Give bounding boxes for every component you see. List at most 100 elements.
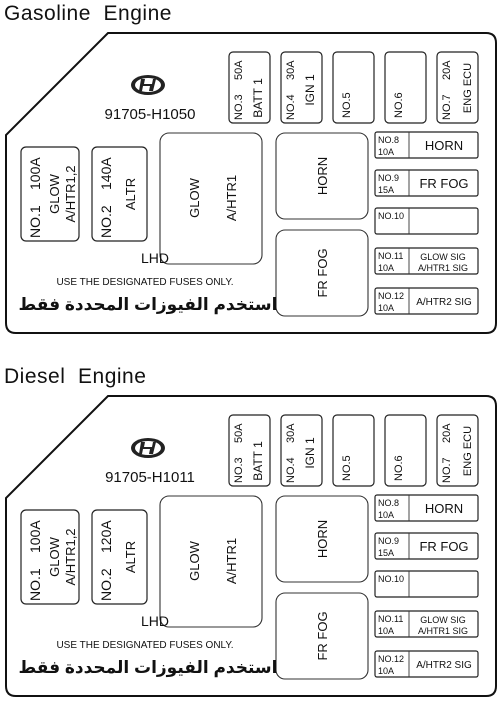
- gasoline-section-title: Gasoline Engine: [4, 2, 172, 25]
- diesel-lhd-label: LHD: [141, 613, 169, 629]
- svg-text:IGN 1: IGN 1: [303, 74, 317, 106]
- svg-text:NO.4: NO.4: [285, 457, 297, 483]
- svg-text:NO.12: NO.12: [378, 654, 404, 664]
- diesel-fuse-no9: NO.9 15A FR FOG: [374, 532, 479, 560]
- svg-text:GLOW: GLOW: [47, 173, 62, 213]
- svg-text:140A: 140A: [98, 157, 114, 190]
- svg-text:NO.11: NO.11: [378, 251, 403, 261]
- svg-text:HORN: HORN: [315, 157, 330, 195]
- hyundai-logo-icon: [131, 75, 165, 95]
- svg-text:10A: 10A: [378, 626, 394, 636]
- svg-text:ENG ECU: ENG ECU: [462, 426, 474, 476]
- diesel-fuse-no3: NO.3 50A BATT 1: [228, 414, 271, 487]
- svg-text:GLOW: GLOW: [187, 177, 202, 217]
- svg-text:NO.5: NO.5: [341, 455, 353, 481]
- gasoline-lhd-label: LHD: [141, 250, 169, 266]
- gasoline-relay-fr-fog: FR FOG: [275, 229, 369, 317]
- svg-text:15A: 15A: [378, 548, 394, 558]
- svg-text:NO.12: NO.12: [378, 291, 404, 301]
- diesel-fuse-no8: NO.8 10A HORN: [374, 494, 479, 522]
- svg-text:20A: 20A: [441, 423, 453, 443]
- svg-text:A/HTR1 SIG: A/HTR1 SIG: [418, 263, 468, 273]
- gasoline-fuse-box-diagram: 91705-H1050 NO.3 50A BATT 1 NO.4 30A IGN…: [5, 32, 497, 334]
- svg-text:NO.6: NO.6: [393, 455, 405, 481]
- svg-text:100A: 100A: [27, 157, 43, 190]
- gasoline-fuse-no3: NO.3 50A BATT 1: [228, 51, 271, 124]
- svg-text:50A: 50A: [233, 60, 245, 80]
- diesel-fuse-no5: NO.5: [332, 414, 375, 487]
- svg-text:50A: 50A: [233, 423, 245, 443]
- gasoline-relay-horn: HORN: [275, 132, 369, 220]
- svg-text:10A: 10A: [378, 263, 394, 273]
- diesel-section-title: Diesel Engine: [4, 365, 147, 388]
- svg-text:ENG ECU: ENG ECU: [462, 63, 474, 113]
- gasoline-fuse-no7: NO.7 20A ENG ECU: [436, 51, 479, 124]
- svg-text:A/HTR1: A/HTR1: [224, 175, 239, 221]
- svg-text:NO.7: NO.7: [441, 457, 453, 483]
- svg-text:BATT 1: BATT 1: [251, 78, 265, 118]
- svg-text:A/HTR1: A/HTR1: [224, 538, 239, 584]
- gasoline-designated-fuses-note: USE THE DESIGNATED FUSES ONLY.: [56, 277, 233, 288]
- svg-text:A/HTR2 SIG: A/HTR2 SIG: [416, 660, 472, 671]
- svg-text:10A: 10A: [378, 303, 394, 313]
- svg-text:ALTR: ALTR: [123, 541, 138, 573]
- svg-text:HORN: HORN: [425, 138, 463, 153]
- diesel-fuse-no12: NO.12 10A A/HTR2 SIG: [374, 650, 479, 678]
- svg-text:NO.1: NO.1: [27, 205, 43, 238]
- svg-text:HORN: HORN: [425, 501, 463, 516]
- diesel-fuse-no11: NO.11 10A GLOW SIG A/HTR1 SIG: [374, 610, 479, 638]
- gasoline-fuse-no8: NO.8 10A HORN: [374, 131, 479, 159]
- diesel-fuse-no4: NO.4 30A IGN 1: [280, 414, 323, 487]
- svg-text:NO.8: NO.8: [378, 135, 399, 145]
- gasoline-fuse-no11: NO.11 10A GLOW SIG A/HTR1 SIG: [374, 247, 479, 275]
- svg-text:NO.2: NO.2: [98, 568, 114, 601]
- diesel-fuse-box-diagram: 91705-H1011 NO.3 50A BATT 1 NO.4 30A IGN…: [5, 395, 497, 697]
- gasoline-fuse-no5: NO.5: [332, 51, 375, 124]
- svg-text:BATT 1: BATT 1: [251, 441, 265, 481]
- svg-text:IGN 1: IGN 1: [303, 437, 317, 469]
- svg-text:FR FOG: FR FOG: [315, 611, 330, 660]
- svg-text:NO.10: NO.10: [378, 574, 404, 584]
- svg-text:NO.5: NO.5: [341, 92, 353, 118]
- svg-text:NO.7: NO.7: [441, 94, 453, 120]
- svg-text:30A: 30A: [285, 423, 297, 443]
- svg-text:A/HTR1,2: A/HTR1,2: [63, 165, 78, 222]
- diesel-relay-horn: HORN: [275, 495, 369, 583]
- diesel-arabic-note: استخدم الفيوزات المحددة فقط: [19, 658, 278, 678]
- svg-text:10A: 10A: [378, 666, 394, 676]
- gasoline-fuse-no4: NO.4 30A IGN 1: [280, 51, 323, 124]
- gasoline-relay-glow: GLOW A/HTR1: [159, 132, 263, 265]
- svg-text:NO.10: NO.10: [378, 211, 404, 221]
- svg-text:FR FOG: FR FOG: [419, 539, 468, 554]
- svg-text:NO.6: NO.6: [393, 92, 405, 118]
- svg-text:NO.4: NO.4: [285, 94, 297, 120]
- diesel-fuse-no10: NO.10: [374, 570, 479, 598]
- diesel-fuse-no7: NO.7 20A ENG ECU: [436, 414, 479, 487]
- svg-text:NO.9: NO.9: [378, 536, 399, 546]
- gasoline-fuse-no9: NO.9 15A FR FOG: [374, 169, 479, 197]
- svg-text:100A: 100A: [27, 520, 43, 553]
- diesel-part-number: 91705-H1011: [105, 469, 195, 486]
- gasoline-fuse-no10: NO.10: [374, 207, 479, 235]
- diesel-fuse-no6: NO.6: [384, 414, 427, 487]
- svg-text:GLOW SIG: GLOW SIG: [420, 252, 466, 262]
- gasoline-fuse-no12: NO.12 10A A/HTR2 SIG: [374, 287, 479, 315]
- svg-text:NO.1: NO.1: [27, 568, 43, 601]
- svg-text:A/HTR1 SIG: A/HTR1 SIG: [418, 626, 468, 636]
- gasoline-fuse-no6: NO.6: [384, 51, 427, 124]
- svg-text:NO.9: NO.9: [378, 173, 399, 183]
- gasoline-fuse-no1: NO.1 100A GLOW A/HTR1,2: [20, 146, 80, 242]
- gasoline-part-number: 91705-H1050: [105, 106, 196, 123]
- svg-text:FR FOG: FR FOG: [315, 248, 330, 297]
- svg-text:HORN: HORN: [315, 520, 330, 558]
- svg-text:10A: 10A: [378, 510, 394, 520]
- diesel-designated-fuses-note: USE THE DESIGNATED FUSES ONLY.: [56, 640, 233, 651]
- svg-text:NO.3: NO.3: [233, 457, 245, 483]
- diesel-fuse-no2: NO.2 120A ALTR: [91, 509, 148, 605]
- gasoline-arabic-note: استخدم الفيوزات المحددة فقط: [19, 295, 278, 315]
- svg-text:20A: 20A: [441, 60, 453, 80]
- svg-text:FR FOG: FR FOG: [419, 176, 468, 191]
- gasoline-fuse-no2: NO.2 140A ALTR: [91, 146, 148, 242]
- svg-text:GLOW: GLOW: [47, 536, 62, 576]
- svg-text:30A: 30A: [285, 60, 297, 80]
